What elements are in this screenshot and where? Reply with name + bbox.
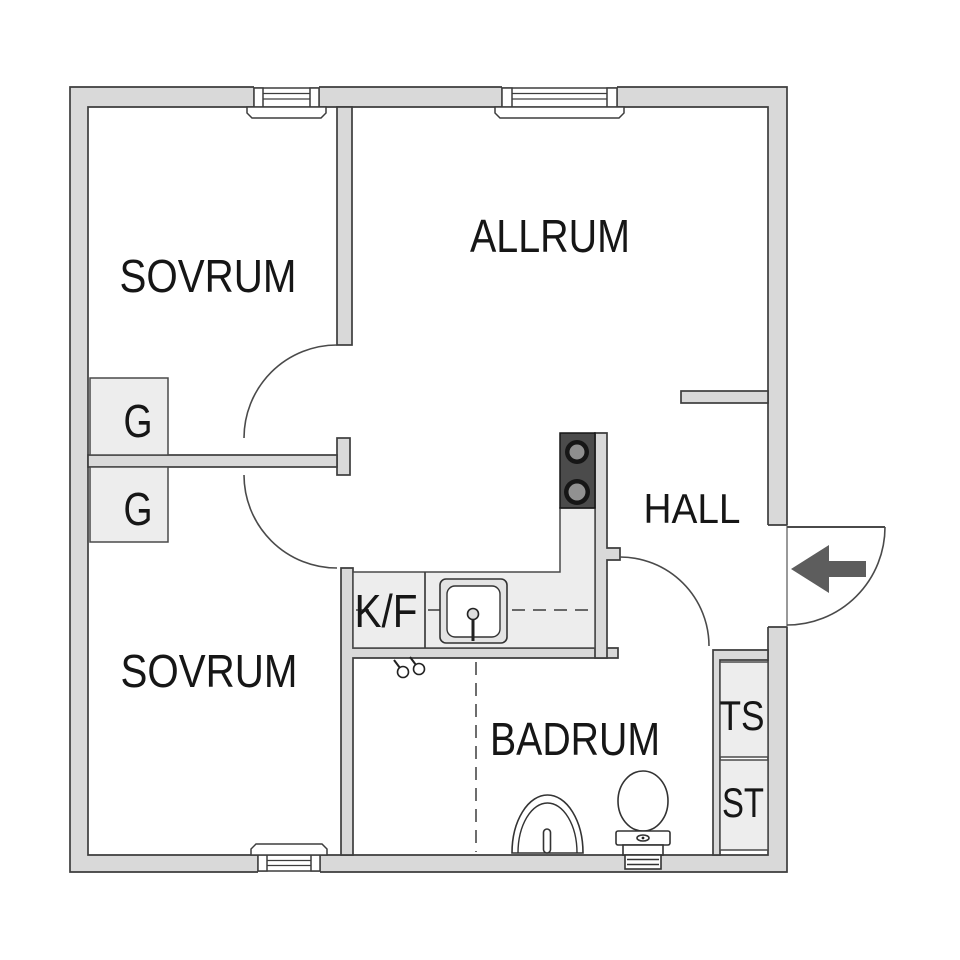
washbasin-outline	[511, 794, 584, 854]
wardrobe-cabinet-top	[89, 377, 169, 456]
wardrobe-cabinet-bottom	[89, 466, 169, 543]
valve-icon	[396, 665, 410, 679]
washer-valves-icon	[393, 656, 426, 679]
doors-group	[243, 344, 886, 647]
room-label-bedroom-top: SOVRUM	[120, 250, 297, 302]
window-jamb	[501, 87, 513, 108]
stove-burner-inner	[568, 483, 586, 501]
outer-wall	[69, 86, 788, 873]
valve-icon	[412, 662, 426, 676]
valve-handle	[409, 656, 417, 666]
room-label-bathroom: BADRUM	[490, 713, 660, 765]
window-jamb	[257, 854, 268, 872]
entry-opening	[766, 525, 790, 627]
window-bedroom-bottom	[250, 843, 328, 872]
door-arc-bathroom	[619, 556, 710, 647]
window-sill	[494, 106, 625, 119]
toilet	[615, 770, 671, 870]
walls-group	[69, 86, 788, 873]
label-fridge-freezer: K/F	[355, 585, 418, 637]
window-sill	[250, 843, 328, 856]
window-frame	[501, 87, 618, 108]
kitchen-sink	[439, 578, 508, 644]
faucet-icon	[466, 607, 480, 621]
interior-wall-door-jamb	[336, 437, 351, 476]
toilet-flush-dot	[641, 836, 645, 840]
interior-wall-allrum-hall	[680, 390, 769, 404]
washbasin-inner-line	[517, 802, 578, 854]
window-jamb	[309, 87, 320, 108]
room-label-bedroom-bottom: SOVRUM	[121, 645, 298, 697]
window-jamb	[606, 87, 618, 108]
label-drying-cabinet: TS	[720, 692, 765, 739]
toilet-bowl	[617, 770, 669, 832]
entry-arrow-icon	[791, 545, 866, 593]
washbasin	[511, 794, 584, 854]
toilet-base	[622, 844, 664, 856]
window-jamb	[253, 87, 264, 108]
room-label-living-room: ALLRUM	[470, 210, 630, 262]
toilet-wall-tank	[624, 854, 662, 870]
window-jamb	[310, 854, 321, 872]
interior-wall-bedroomtop-allrum	[336, 106, 353, 346]
interior-wall-kitchen-hall	[594, 432, 621, 659]
door-arc-bedroom-bottom	[243, 474, 338, 569]
label-wardrobe-bottom: G	[124, 483, 153, 535]
label-wardrobe-top: G	[124, 395, 153, 447]
labels-group: SOVRUM ALLRUM SOVRUM BADRUM HALL G G K/F…	[120, 210, 765, 826]
door-arc-entry	[786, 526, 886, 626]
drying-cabinet-box	[719, 661, 769, 758]
window-bedroom-top	[246, 87, 327, 119]
window-living-room	[494, 87, 625, 119]
stove	[559, 432, 596, 509]
window-sill	[246, 106, 327, 119]
label-storage: ST	[722, 779, 764, 826]
storage-closet-box	[719, 759, 769, 851]
washbasin-tap-icon	[542, 828, 552, 854]
stove-burner-inner	[569, 444, 585, 460]
door-arc-bedroom-top	[243, 344, 338, 439]
entry-doorway	[768, 524, 788, 628]
room-label-hall: HALL	[644, 485, 741, 532]
interior-wall-bedrooms	[87, 454, 338, 468]
cabinets-group	[89, 377, 769, 851]
valve-handle	[393, 659, 401, 669]
interior-wall-closets	[712, 649, 769, 856]
